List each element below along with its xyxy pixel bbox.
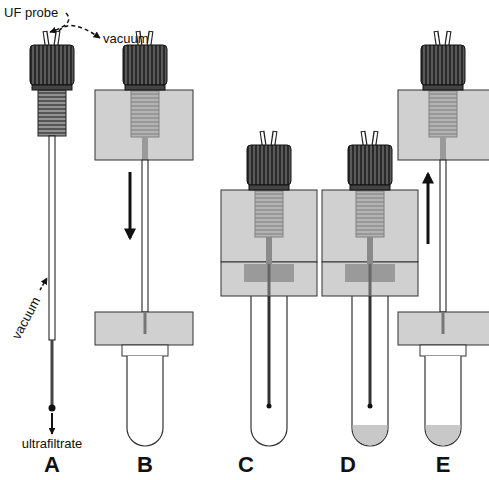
panel-letter: A (44, 452, 60, 477)
probe-assembly-a (30, 13, 100, 434)
probe-assembly-d (322, 131, 418, 446)
part-label: vacuum (9, 294, 44, 341)
probe-assembly-c (221, 131, 317, 446)
probe-assembly-e (398, 31, 489, 446)
panel-letter: B (137, 452, 153, 477)
probe-assembly-b (95, 31, 193, 446)
panel-letter: C (238, 452, 254, 477)
part-label: UF probe (4, 5, 58, 20)
part-label: vacuum (103, 31, 149, 46)
panel-letter: D (340, 452, 356, 477)
panel-letter: E (436, 452, 451, 477)
part-label: ultrafiltrate (22, 436, 83, 451)
